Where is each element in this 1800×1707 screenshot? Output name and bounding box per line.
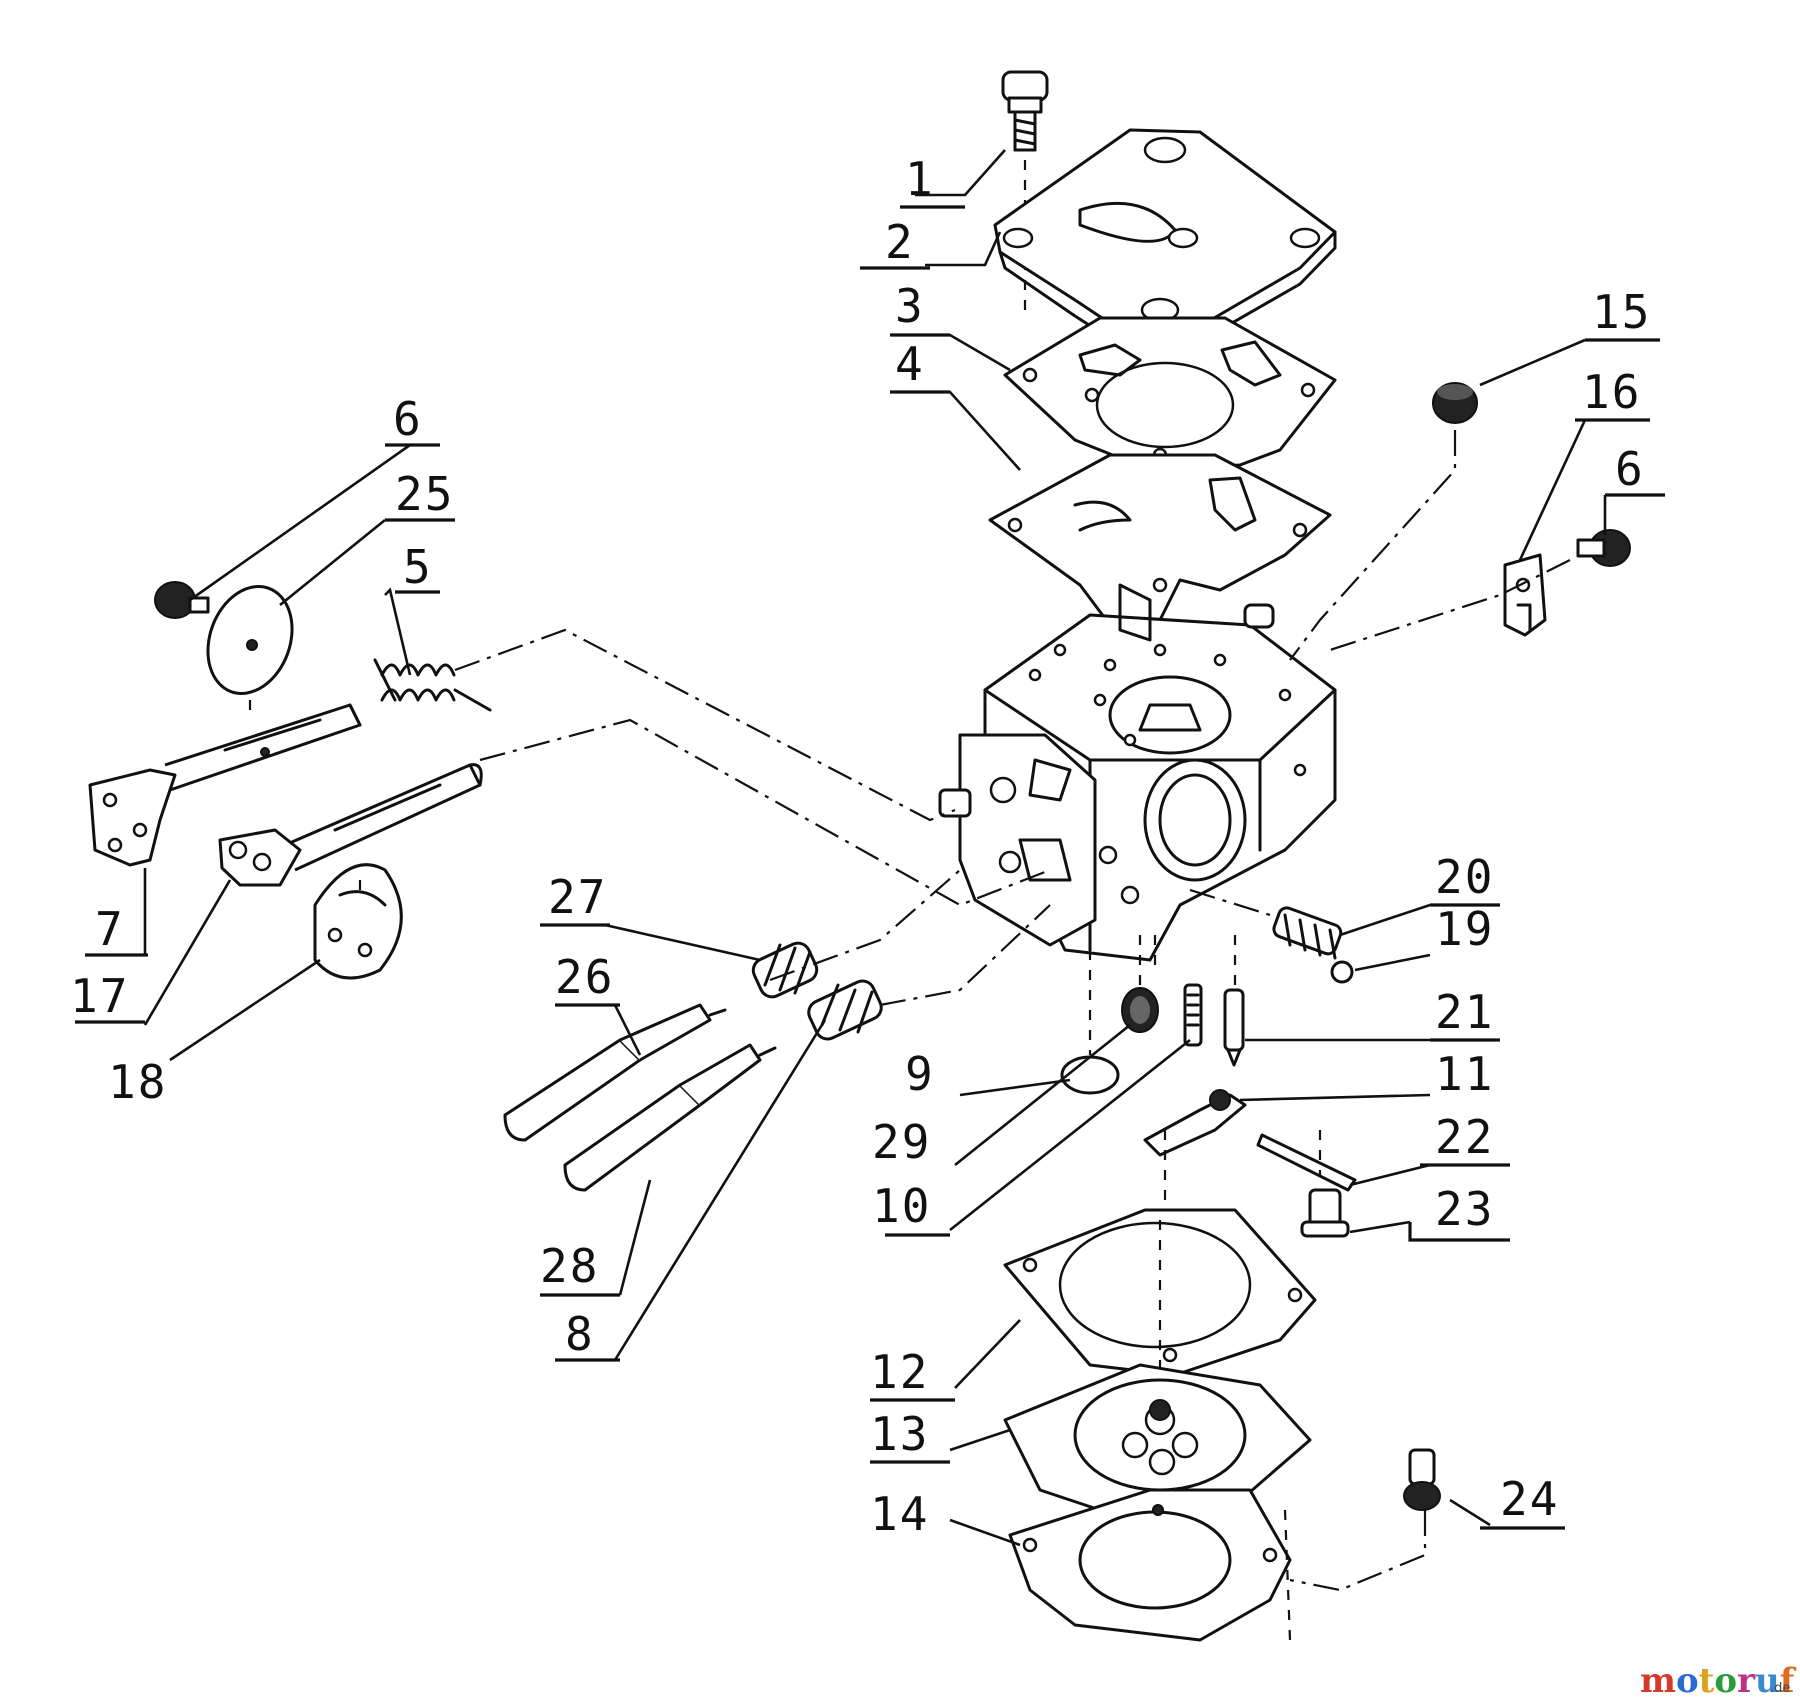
part-13-diaphragm — [1003, 1363, 1312, 1512]
callout-numbers: 1 2 3 4 5 6 6 7 8 9 10 11 12 13 14 15 16… — [70, 152, 1651, 1541]
carburetor-body — [938, 583, 1337, 962]
axis-7 — [454, 628, 956, 822]
callout-20: 20 — [1435, 850, 1494, 904]
callout-16: 16 — [1582, 365, 1641, 419]
part-3-gasket — [1003, 316, 1337, 472]
callout-3: 3 — [895, 279, 925, 333]
callout-19: 19 — [1435, 902, 1494, 956]
part-5-spring — [373, 658, 492, 712]
callout-22: 22 — [1435, 1110, 1494, 1164]
part-7-shaft — [88, 703, 362, 867]
part-15-plug — [1432, 382, 1478, 424]
watermark-logo: motoruf .de — [1640, 1661, 1797, 1701]
part-29-screen — [1121, 987, 1159, 1033]
part-27-spring — [751, 941, 819, 999]
callout-2: 2 — [885, 215, 915, 269]
part-6-screw-left — [154, 581, 210, 619]
watermark-brand: motoruf — [1640, 1661, 1797, 1701]
callout-1: 1 — [905, 152, 935, 206]
part-16-bracket — [1503, 553, 1547, 637]
callout-23: 23 — [1435, 1182, 1494, 1236]
callout-5: 5 — [403, 540, 433, 594]
leader-lines — [75, 149, 1665, 1547]
callout-24: 24 — [1500, 1472, 1559, 1526]
part-24-screw — [1403, 1448, 1441, 1511]
callout-15: 15 — [1592, 285, 1651, 339]
part-28-needle — [563, 1043, 777, 1192]
axis-8 — [879, 904, 1051, 1007]
part-20-spring — [1272, 906, 1343, 960]
callout-8: 8 — [565, 1307, 595, 1361]
callout-10: 10 — [872, 1179, 931, 1233]
part-2-cover — [993, 128, 1337, 352]
watermark-letter-f: f — [1780, 1661, 1797, 1701]
part-18-disc — [313, 863, 403, 980]
callout-29: 29 — [872, 1115, 931, 1169]
watermark-letter-r: r — [1737, 1661, 1756, 1701]
watermark-letter-t: t — [1699, 1661, 1715, 1701]
watermark-letter-m: m — [1640, 1661, 1676, 1701]
callout-14: 14 — [870, 1487, 929, 1541]
part-21-pin — [1223, 988, 1245, 1067]
axis-20 — [1189, 888, 1271, 917]
parts-drawing — [88, 70, 1631, 1642]
part-14-cover — [1008, 1488, 1292, 1642]
axis-14 — [1283, 1509, 1292, 1641]
part-11-lever — [1143, 1089, 1247, 1157]
callout-25: 25 — [395, 467, 454, 521]
callout-18: 18 — [108, 1055, 167, 1109]
callout-11: 11 — [1435, 1047, 1494, 1101]
callout-4: 4 — [895, 337, 925, 391]
callout-17: 17 — [70, 969, 129, 1023]
callout-7: 7 — [95, 902, 125, 956]
watermark-suffix: .de — [1770, 1681, 1790, 1696]
part-8-spring — [807, 979, 883, 1041]
part-9-disc — [1060, 1055, 1120, 1095]
callout-6-left: 6 — [393, 392, 423, 446]
axis-27 — [769, 869, 961, 982]
part-12-gasket — [1003, 1208, 1317, 1377]
callout-26: 26 — [555, 950, 614, 1004]
callout-27: 27 — [548, 870, 607, 924]
callout-13: 13 — [870, 1407, 929, 1461]
part-23-screw — [1300, 1188, 1350, 1238]
callout-28: 28 — [540, 1239, 599, 1293]
part-4-gasket — [988, 453, 1332, 627]
part-10-needle — [1183, 983, 1203, 1047]
axis-17 — [479, 718, 1051, 907]
axis-15 — [1289, 430, 1457, 661]
watermark-letter-o2: o — [1714, 1661, 1737, 1701]
axis-24 — [1289, 1510, 1427, 1592]
callout-21: 21 — [1435, 985, 1494, 1039]
callout-6-right: 6 — [1615, 442, 1645, 496]
part-26-needle — [503, 1003, 727, 1142]
axis-16 — [1329, 559, 1571, 652]
callout-9: 9 — [905, 1047, 935, 1101]
part-22-pin — [1256, 1133, 1357, 1192]
watermark-letter-u: u — [1755, 1661, 1780, 1701]
part-6-screw-right — [1576, 529, 1631, 567]
watermark-letter-o: o — [1676, 1661, 1699, 1701]
callout-12: 12 — [870, 1345, 929, 1399]
part-19-ball — [1330, 960, 1354, 984]
part-25-disc — [206, 585, 294, 695]
part-1-screw — [1001, 70, 1049, 152]
part-17-shaft — [218, 763, 483, 887]
